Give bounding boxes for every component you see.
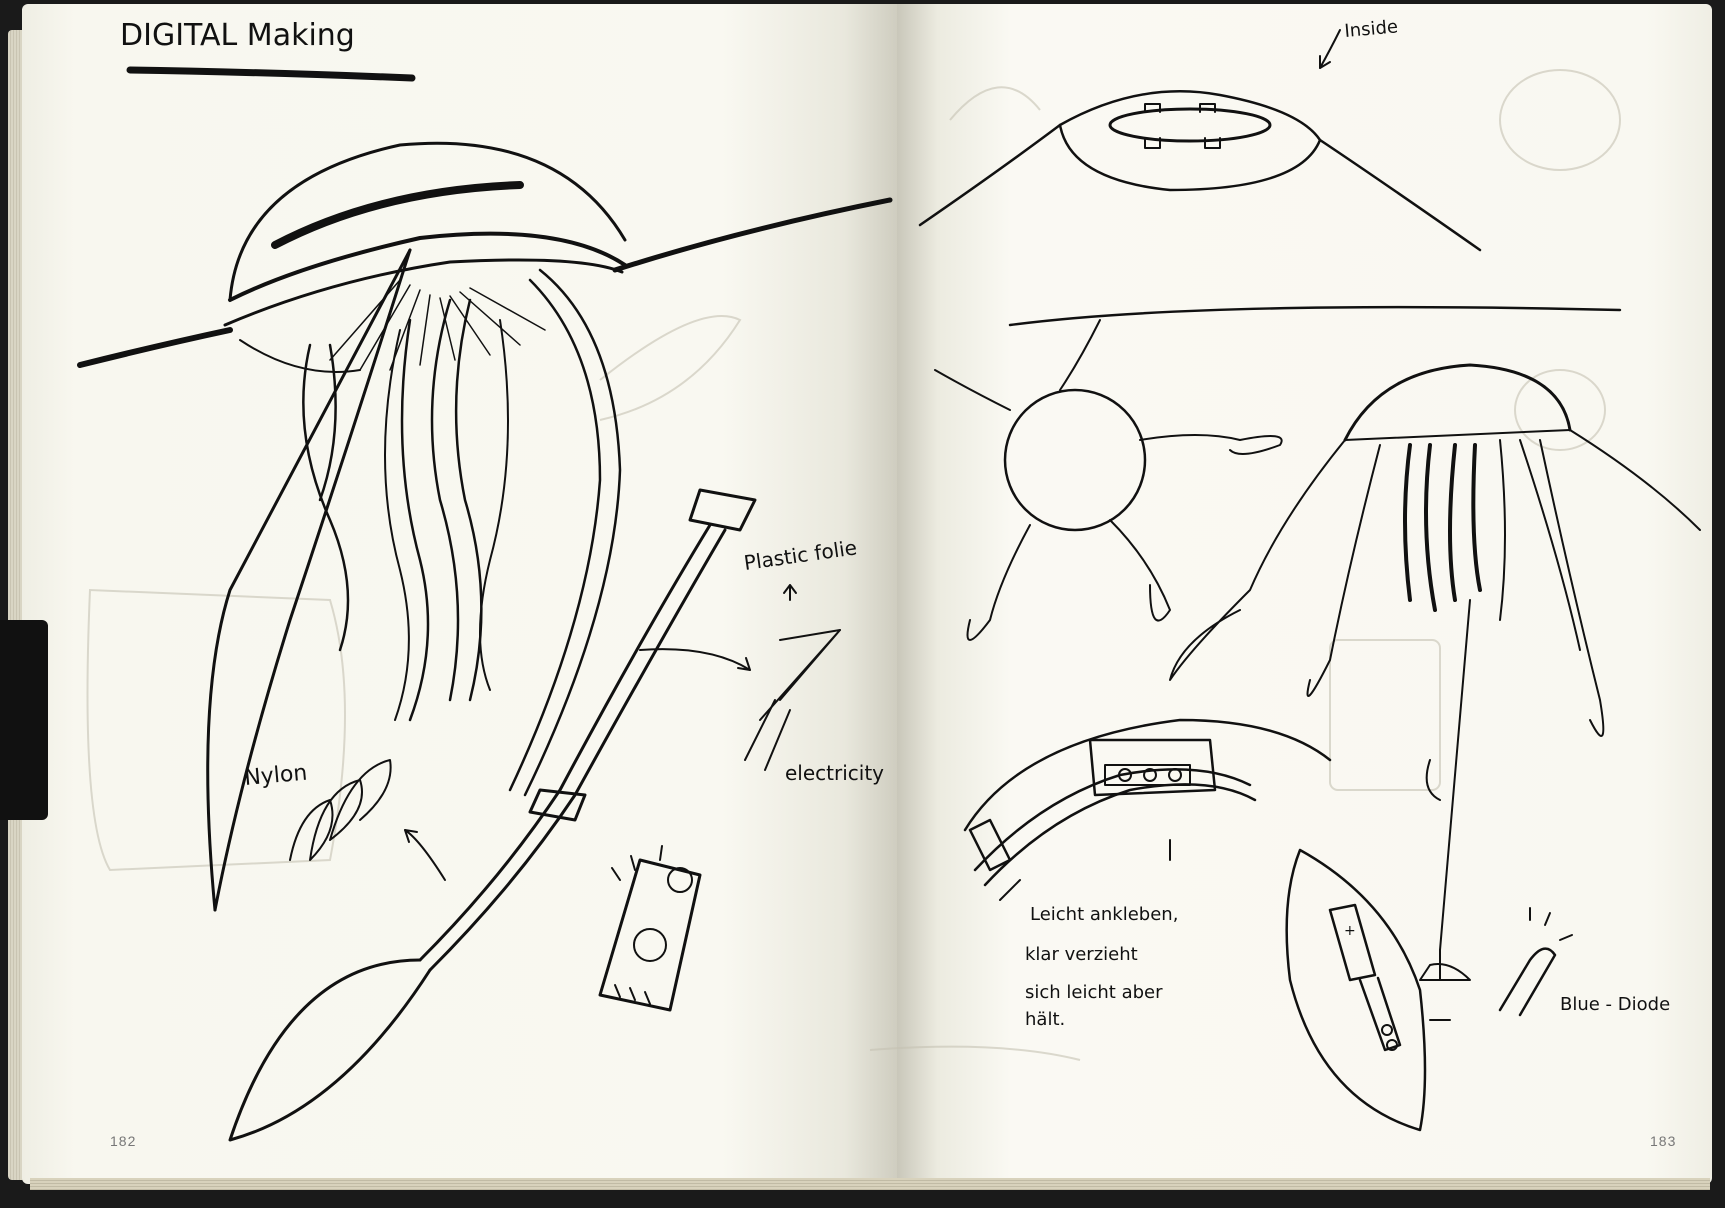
note-line-2: klar verzieht	[1025, 944, 1138, 965]
led-board-sketch	[598, 629, 841, 1012]
fiber-sketch	[228, 488, 841, 1142]
bookmark-ribbon	[0, 620, 48, 820]
jellyfish-drawing	[77, 141, 893, 912]
label-inside: Inside	[1344, 16, 1399, 42]
note-line-4: hält.	[1025, 1009, 1065, 1030]
page-heading: DIGITAL Making	[120, 18, 355, 53]
inside-dome-sketch	[918, 29, 1482, 252]
page-edges-left	[8, 30, 26, 1180]
ink-sketches	[77, 29, 1701, 1142]
flower-sketch	[934, 305, 1622, 641]
label-nylon: Nylon	[243, 761, 308, 791]
right-page	[897, 4, 1712, 1184]
note-line-3: sich leicht aber	[1025, 982, 1163, 1003]
battery-plus-sign: +	[1344, 923, 1356, 939]
note-line-1: Leicht ankleben,	[1030, 904, 1178, 925]
pencil-marks	[86, 69, 1621, 1061]
page-number-left: 182	[110, 1133, 136, 1149]
page-edges-bottom	[30, 1178, 1710, 1190]
clip-sketch	[963, 718, 1332, 901]
led-jellyfish-sketch	[1169, 363, 1701, 981]
label-plastic-folie: Plastic folie	[742, 535, 858, 575]
battery-leaf-sketch	[1285, 848, 1573, 1132]
page-number-right: 183	[1650, 1133, 1676, 1149]
label-electricity: electricity	[785, 761, 884, 785]
heading-underline	[126, 66, 416, 82]
label-blue-diode: Blue - Diode	[1560, 994, 1670, 1015]
